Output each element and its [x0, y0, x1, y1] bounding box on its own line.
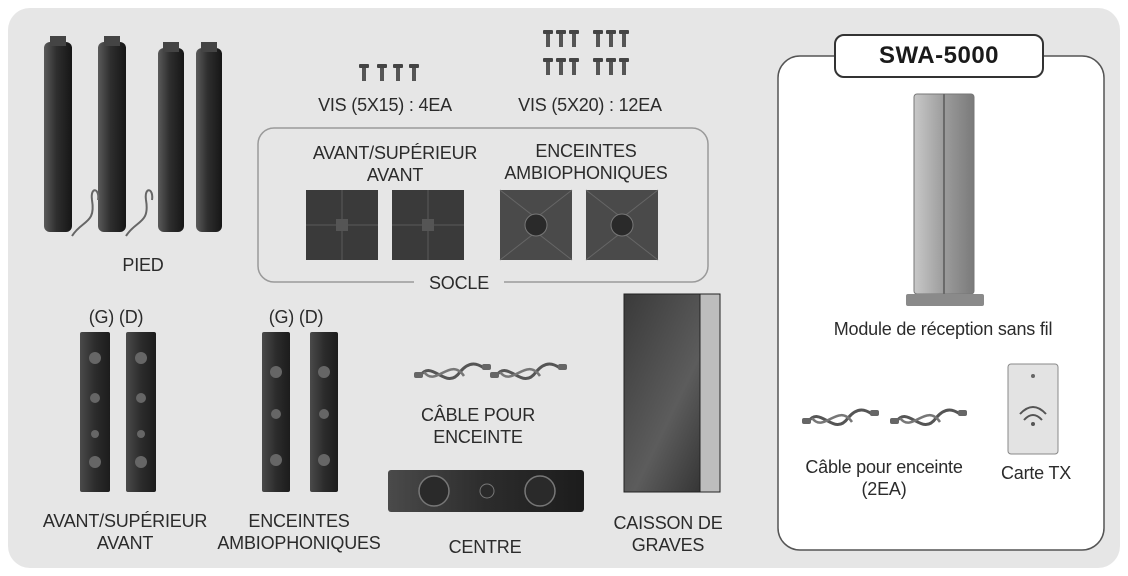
label-speaker-cable: CÂBLE POUR ENCEINTE	[398, 404, 558, 448]
label-centre: CENTRE	[430, 536, 540, 558]
label-screws-small: VIS (5X15) : 4EA	[300, 94, 470, 116]
label-front: AVANT/SUPÉRIEUR AVANT	[20, 510, 230, 554]
label-swa-cable: Câble pour enceinte (2EA)	[782, 456, 986, 500]
label-lr-surround: (G) (D)	[256, 306, 336, 328]
label-lr-front: (G) (D)	[76, 306, 156, 328]
label-pied: PIED	[108, 254, 178, 276]
subwoofer	[624, 294, 720, 492]
swa-box-title: SWA-5000	[834, 34, 1044, 78]
wireless-module	[906, 94, 984, 306]
label-socle-surround: ENCEINTES AMBIOPHONIQUES	[496, 140, 676, 184]
label-subwoofer: CAISSON DE GRAVES	[600, 512, 736, 556]
centre-speaker	[388, 470, 584, 512]
label-tx-card: Carte TX	[988, 462, 1084, 484]
label-wireless-module: Module de réception sans fil	[798, 318, 1088, 340]
label-socle: SOCLE	[414, 272, 504, 294]
label-socle-front: AVANT/SUPÉRIEUR AVANT	[290, 142, 500, 186]
label-screws-large: VIS (5X20) : 12EA	[500, 94, 680, 116]
tx-card	[1008, 364, 1058, 454]
label-surround: ENCEINTES AMBIOPHONIQUES	[206, 510, 392, 554]
